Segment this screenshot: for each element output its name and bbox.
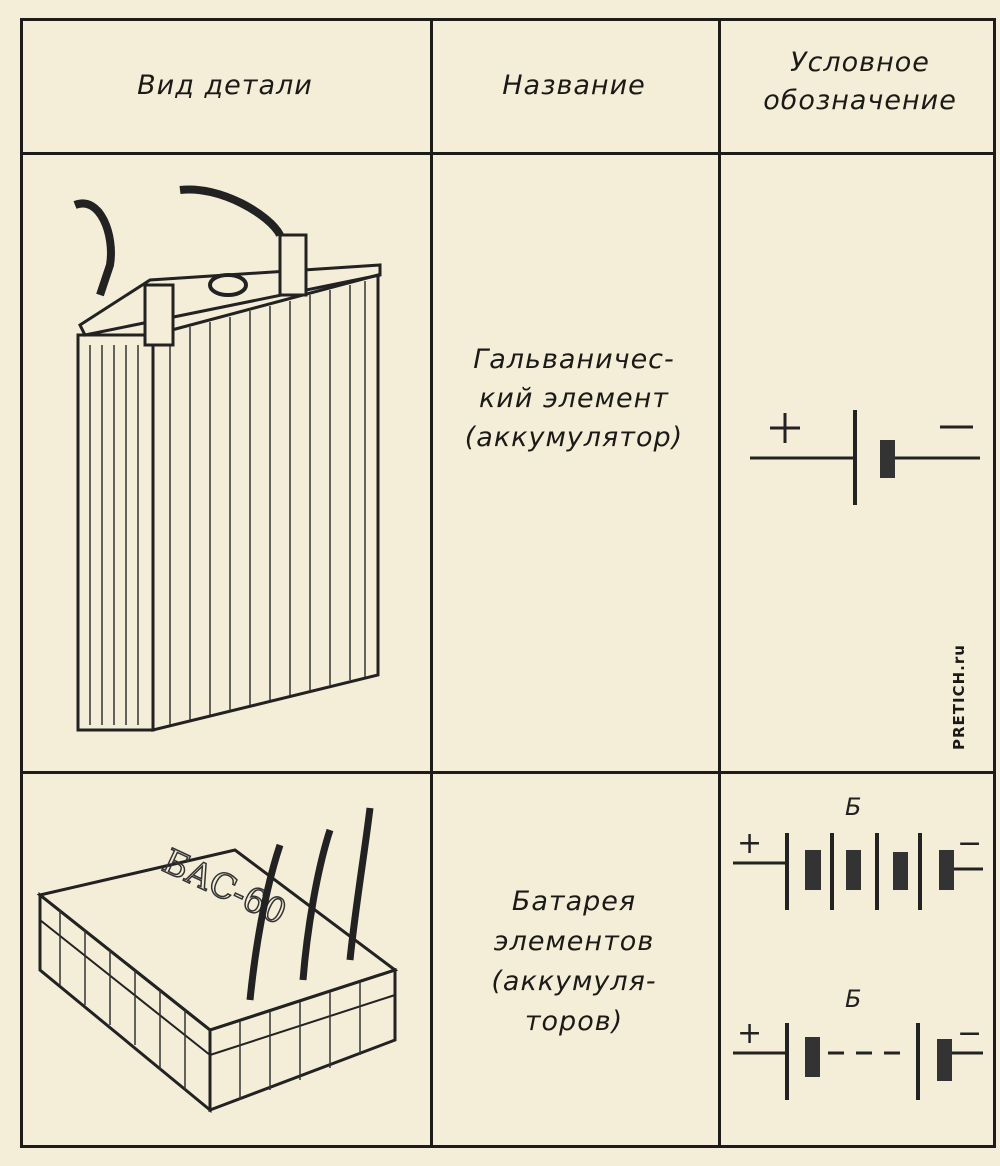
symbol-label: Б — [845, 985, 861, 1013]
name-line: элементов — [493, 926, 655, 957]
name-battery: Батарея элементов (аккумуля- торов) — [430, 882, 718, 1042]
row-divider — [23, 152, 993, 155]
plus-sign: + — [737, 1016, 762, 1051]
galvanic-cell-symbol — [750, 410, 980, 505]
minus-sign: − — [957, 826, 982, 861]
column-divider — [430, 21, 433, 1145]
galvanic-cell-drawing — [73, 185, 382, 732]
battery-label: БАС-60 — [156, 841, 292, 933]
minus-sign: − — [957, 1016, 982, 1051]
row-divider — [23, 771, 993, 774]
name-galvanic-cell: Гальваничес- кий элемент (аккумулятор) — [430, 340, 718, 457]
battery-drawing: БАС-60 — [36, 807, 399, 1114]
header-symbol: Условное обозначение — [763, 47, 957, 116]
battery-symbols: Б + − Б + − — [733, 793, 983, 1100]
plus-sign: + — [737, 826, 762, 861]
header-part-view: Вид детали — [137, 70, 313, 101]
name-line: Батарея — [511, 886, 637, 917]
symbol-label: Б — [845, 793, 861, 821]
header-name: Название — [502, 70, 646, 101]
name-line: торов) — [524, 1006, 624, 1037]
name-line: (аккумулятор) — [464, 422, 684, 453]
name-line: Гальваничес- — [473, 344, 675, 375]
column-divider — [718, 21, 721, 1145]
parts-table — [20, 18, 996, 1148]
name-line: (аккумуля- — [491, 966, 657, 997]
watermark: PRETICH.ru — [950, 644, 968, 750]
name-line: кий элемент — [478, 383, 670, 414]
